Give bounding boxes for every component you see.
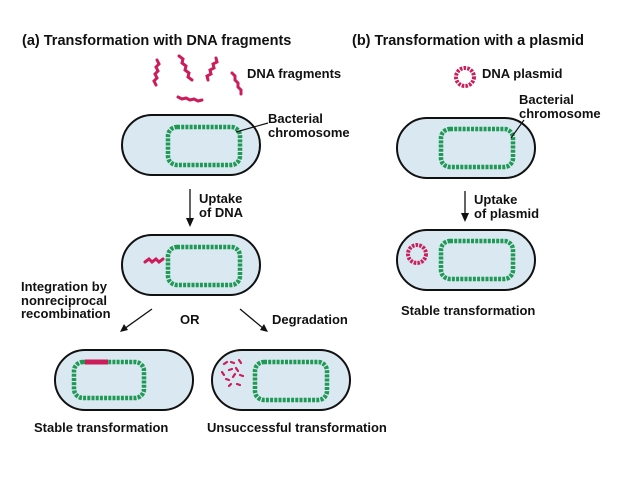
dna-fragments-label: DNA fragments (247, 66, 342, 81)
panel-a-title: (a) Transformation with DNA fragments (22, 33, 292, 49)
dna-fragment (177, 54, 194, 82)
bacterial-chromosome (438, 238, 516, 282)
panel-b-title: (b) Transformation with a plasmid (352, 33, 585, 49)
dna-fragment (176, 95, 204, 103)
degradation-label: Degradation (272, 312, 348, 327)
dna-fragment (152, 58, 161, 87)
dna-plasmid-label: DNA plasmid (482, 66, 563, 81)
bacterial-cell-initial (121, 114, 261, 176)
bacterial-cell-after-uptake (121, 234, 261, 296)
or-label: OR (180, 312, 200, 327)
dna-fragments (152, 54, 243, 103)
bacterial-chromosome (165, 244, 243, 288)
bacterial-cell-plasmid-stable (396, 229, 536, 291)
uptake-of-dna-label: Uptake of DNA (199, 191, 244, 220)
unsuccessful-transformation-label: Unsuccessful transformation (207, 420, 387, 435)
bacterial-chromosome (165, 124, 243, 168)
uptake-of-plasmid-label: Uptake of plasmid (474, 192, 540, 221)
integration-label: Integration by nonreciprocal recombinati… (21, 279, 111, 322)
dna-fragment-inside (143, 257, 165, 264)
bacterial-chromosome (438, 126, 516, 170)
chromosome-label-b: Bacterial chromosome (519, 92, 601, 121)
bacterial-cell-stable (54, 349, 194, 411)
stable-transformation-label-b: Stable transformation (401, 303, 536, 318)
bacterial-cell-unsuccessful (211, 349, 351, 411)
bacterial-cell-plasmid-initial (396, 117, 536, 179)
bacterial-chromosome (71, 359, 147, 401)
plasmid-inside-cell (406, 243, 428, 265)
dna-fragment (205, 56, 219, 82)
integration-arrow (123, 308, 153, 330)
chromosome-label-a: Bacterial chromosome (268, 111, 350, 140)
stable-transformation-label-a: Stable transformation (34, 420, 169, 435)
degraded-dna-pieces (220, 358, 245, 388)
bacterial-chromosome (252, 359, 330, 403)
degradation-arrow (239, 308, 265, 330)
dna-fragment (230, 71, 243, 96)
dna-plasmid (454, 66, 476, 88)
